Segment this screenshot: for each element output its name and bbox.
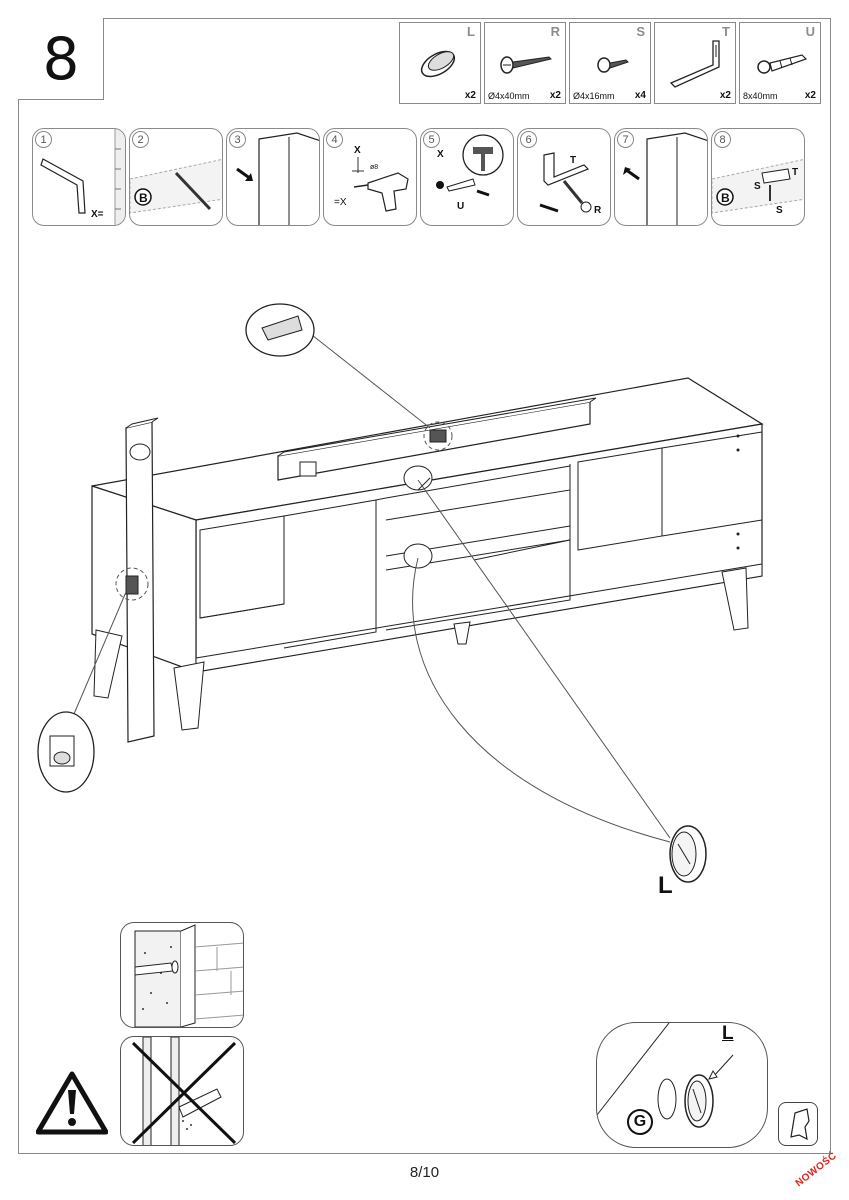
- bracket-screw-icon: T R: [539, 152, 602, 216]
- substep-2: 2 B: [129, 128, 223, 226]
- part-t: T x2: [654, 22, 736, 104]
- short-screw-icon: [597, 57, 629, 73]
- substep-number: 6: [520, 131, 537, 148]
- cap-icon: [420, 50, 456, 78]
- substep-label: B: [139, 191, 148, 205]
- cap-detail-panel: L G: [596, 1022, 768, 1148]
- part-dimension: Ø4x40mm: [488, 91, 530, 101]
- part-dimension: 8x40mm: [743, 91, 778, 101]
- detail-fitting-label: G: [627, 1109, 653, 1135]
- wall-plug-icon: [757, 54, 808, 74]
- substep-number: 3: [229, 131, 246, 148]
- parts-list: L x2 R Ø4x40mm x2 S Ø4x16mm x4 T x2: [399, 22, 824, 106]
- part-r: R Ø4x40mm x2: [484, 22, 566, 104]
- substep-number: 1: [35, 131, 52, 148]
- substep-label: =X: [334, 197, 347, 208]
- cap-detail-illustration: [597, 1023, 734, 1128]
- page-number: 8/10: [409, 1164, 440, 1181]
- substeps-row: 1 X= 2 B 3 4 X =X: [32, 128, 808, 226]
- part-qty: x2: [719, 90, 731, 101]
- warning-icon: [36, 1071, 108, 1135]
- bracket-icon: [669, 40, 720, 88]
- remove-unit-icon: [236, 132, 319, 225]
- care-cloth-icon: [778, 1102, 818, 1146]
- part-qty: x2: [804, 90, 816, 101]
- detail-cap-label: L: [722, 1023, 734, 1044]
- step-number-box: 8: [18, 18, 104, 100]
- substep-label: ø8: [370, 164, 378, 171]
- part-letter: R: [550, 24, 560, 39]
- substep-label: X: [437, 149, 444, 160]
- pencil-mark-icon: B: [130, 158, 222, 214]
- part-letter: T: [722, 24, 730, 39]
- part-u: U 8x40mm x2: [739, 22, 821, 104]
- part-letter: L: [467, 24, 475, 39]
- substep-label: S: [754, 181, 761, 192]
- part-letter: S: [636, 24, 645, 39]
- fix-bracket-icon: T B S S: [712, 158, 804, 216]
- substep-7: 7: [614, 128, 708, 226]
- step-number: 8: [42, 25, 80, 93]
- substep-label: X=: [91, 209, 104, 220]
- substep-8: 8 T B S S: [711, 128, 805, 226]
- substep-number: 8: [714, 131, 731, 148]
- part-qty: x2: [549, 90, 561, 101]
- substep-label: B: [721, 191, 730, 205]
- substep-5: 5 X U: [420, 128, 514, 226]
- cap-label: L: [658, 872, 673, 899]
- long-screw-icon: [500, 56, 552, 74]
- drill-icon: X =X ø8: [334, 145, 409, 212]
- substep-label: S: [776, 205, 783, 216]
- wall-forbidden-icon: [131, 1037, 237, 1145]
- substep-1: 1 X=: [32, 128, 126, 226]
- substep-label: T: [792, 167, 798, 178]
- substep-label: X: [354, 145, 361, 156]
- wall-ok-panel: [120, 922, 244, 1028]
- substep-number: 2: [132, 131, 149, 148]
- substep-label: U: [457, 201, 464, 212]
- wall-ok-icon: [134, 924, 243, 1027]
- substep-number: 5: [423, 131, 440, 148]
- substep-label: R: [594, 205, 602, 216]
- part-l: L x2: [399, 22, 481, 104]
- substep-number: 7: [617, 131, 634, 148]
- part-qty: x2: [464, 90, 476, 101]
- part-qty: x4: [634, 90, 646, 101]
- substep-4: 4 X =X ø8: [323, 128, 417, 226]
- substep-number: 4: [326, 131, 343, 148]
- reinstall-unit-icon: [623, 132, 707, 225]
- part-letter: U: [805, 24, 815, 39]
- part-s: S Ø4x16mm x4: [569, 22, 651, 104]
- main-tv-stand-illustration: [37, 303, 764, 883]
- substep-label: T: [570, 155, 576, 166]
- substep-3: 3: [226, 128, 320, 226]
- cloth-icon: [790, 1108, 810, 1141]
- wall-forbidden-panel: [120, 1036, 244, 1146]
- part-dimension: Ø4x16mm: [573, 91, 615, 101]
- measure-icon: X=: [40, 129, 125, 225]
- hammer-plug-icon: X U: [436, 134, 504, 212]
- substep-6: 6 T R: [517, 128, 611, 226]
- page-frame: [18, 18, 831, 1154]
